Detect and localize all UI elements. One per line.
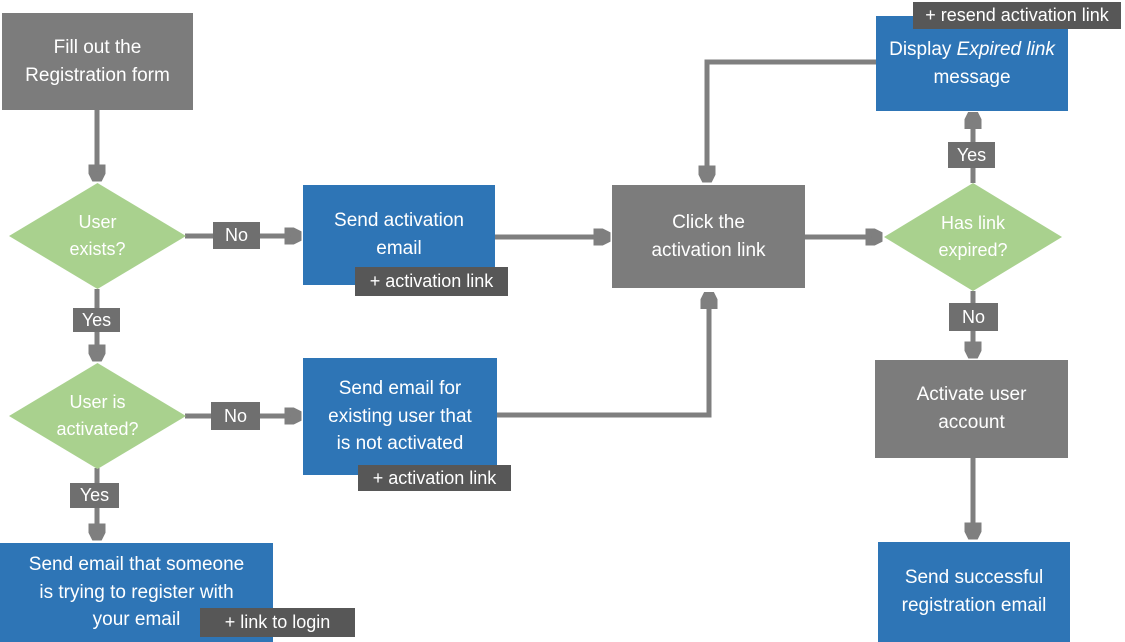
send-successful-registration-label: Send successful registration email bbox=[901, 567, 1047, 616]
send-email-existing-user-box: Send email for existing user that is not… bbox=[303, 358, 497, 475]
user-is-activated-label: User is activated? bbox=[56, 392, 139, 439]
resend-activation-link-text: + resend activation link bbox=[925, 5, 1109, 25]
fill-registration-form-box: Fill out the Registration form bbox=[2, 13, 193, 110]
yes-label-text: Yes bbox=[81, 309, 112, 330]
user-exists-label: User exists? bbox=[69, 212, 126, 259]
display-expired-prefix: Display bbox=[889, 38, 957, 60]
no-label-text: No bbox=[961, 306, 985, 327]
yes-label-text: Yes bbox=[79, 485, 110, 505]
no-label-user-exists: No bbox=[213, 222, 260, 249]
no-label-text: No bbox=[224, 225, 248, 245]
link-to-login-tag: + link to login bbox=[200, 608, 355, 637]
edge-displayexpired-to-clicklink bbox=[707, 59, 876, 178]
activation-link-tag-1-text: + activation link bbox=[369, 271, 494, 291]
yes-label-text: Yes bbox=[956, 144, 987, 165]
no-label-user-activated: No bbox=[211, 402, 260, 430]
edge-sendexisting-to-clicklink bbox=[497, 296, 709, 418]
activation-link-tag-2: + activation link bbox=[358, 465, 511, 491]
fill-registration-form-label: Fill out the Registration form bbox=[25, 36, 170, 86]
display-expired-link-box: Display Expired link message bbox=[876, 16, 1068, 111]
send-email-existing-user-label: Send email for existing user that is not… bbox=[328, 378, 472, 455]
display-expired-italic: Expired link bbox=[956, 38, 1055, 60]
activation-link-tag-2-text: + activation link bbox=[372, 467, 497, 488]
activation-link-tag-1: + activation link bbox=[355, 267, 508, 296]
click-activation-link-label: Click the activation link bbox=[651, 211, 766, 261]
display-expired-link-label: Display Expired link message bbox=[886, 36, 1058, 91]
yes-label-has-expired: Yes bbox=[948, 142, 995, 168]
send-activation-email-label: Send activation email bbox=[334, 210, 464, 259]
send-email-someone-registering-label: Send email that someone is trying to reg… bbox=[28, 554, 245, 631]
resend-activation-link-tag: + resend activation link bbox=[913, 2, 1121, 29]
display-expired-suffix: message bbox=[933, 66, 1011, 88]
yes-label-user-activated: Yes bbox=[70, 483, 119, 508]
link-to-login-text: + link to login bbox=[224, 612, 331, 632]
activate-user-account-box: Activate user account bbox=[875, 360, 1068, 458]
activate-user-account-label: Activate user account bbox=[916, 384, 1027, 433]
send-successful-registration-box: Send successful registration email bbox=[878, 542, 1070, 642]
no-label-text: No bbox=[223, 405, 247, 426]
no-label-has-expired: No bbox=[949, 303, 998, 331]
click-activation-link-box: Click the activation link bbox=[612, 185, 805, 288]
has-link-expired-label: Has link expired? bbox=[938, 213, 1008, 260]
yes-label-user-exists: Yes bbox=[73, 308, 120, 332]
